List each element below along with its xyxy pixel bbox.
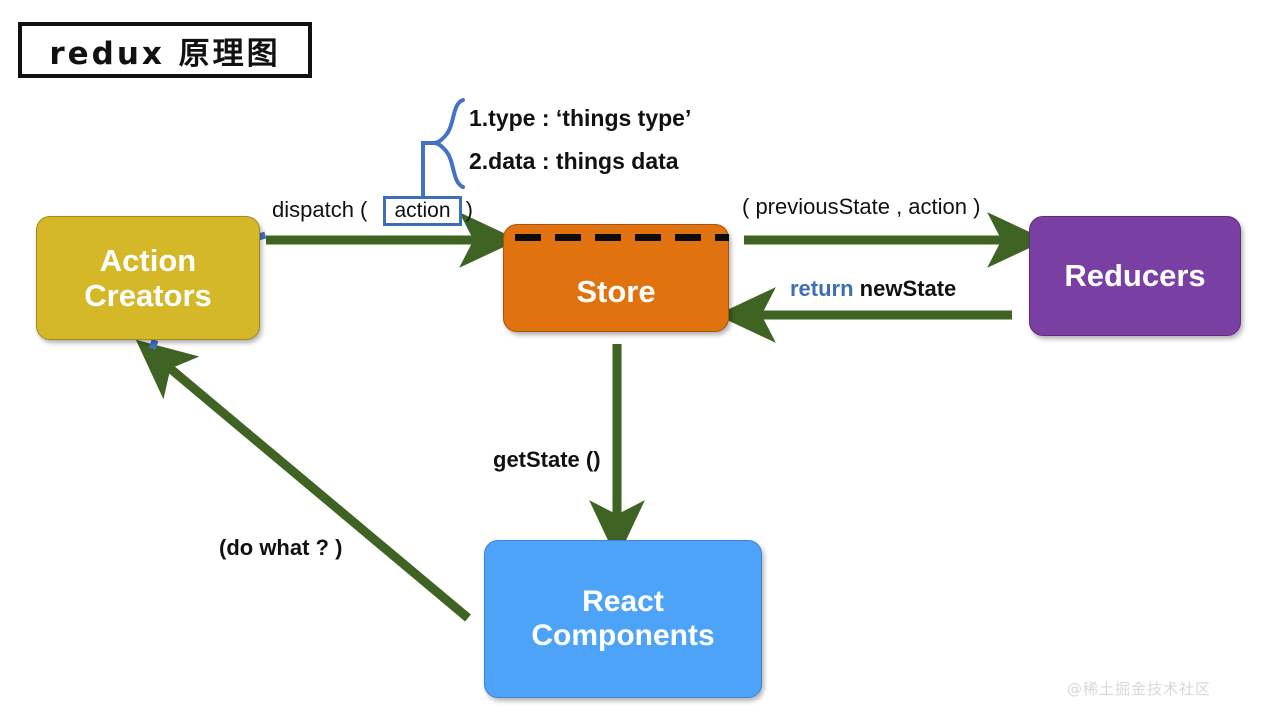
action-token-box[interactable]: action bbox=[383, 196, 462, 226]
watermark: @稀土掘金技术社区 bbox=[1067, 680, 1212, 698]
node-react-components-line2: Components bbox=[531, 619, 715, 652]
title-box: redux 原理图 bbox=[18, 22, 312, 78]
brace-annotation-line-2: 2.data : things data bbox=[469, 148, 679, 174]
node-react-components-line1: React bbox=[582, 584, 664, 618]
label-previous-state: ( previousState , action ) bbox=[742, 194, 981, 219]
node-react-components[interactable]: React Components bbox=[484, 540, 762, 698]
node-store[interactable]: Store bbox=[503, 224, 729, 332]
node-action-creators[interactable]: Action Creators bbox=[36, 216, 260, 340]
label-return-value: newState bbox=[853, 276, 957, 301]
label-dispatch-prefix: dispatch ( bbox=[272, 197, 374, 222]
label-dispatch: dispatch ( ) bbox=[272, 197, 473, 223]
node-action-creators-line1: Action bbox=[99, 242, 197, 278]
node-action-creators-line2: Creators bbox=[84, 278, 212, 313]
store-dashed-divider bbox=[515, 234, 729, 241]
brace-annotation-line-1: 1.type : ‘things type’ bbox=[469, 105, 692, 131]
label-do-what: (do what ? ) bbox=[219, 535, 343, 560]
label-get-state: getState () bbox=[493, 447, 601, 472]
curly-brace bbox=[432, 98, 465, 189]
label-return-newstate: return newState bbox=[790, 276, 956, 302]
arrow-do-what bbox=[135, 339, 471, 622]
action-token-label: action bbox=[394, 199, 451, 222]
label-return-keyword: return bbox=[790, 276, 854, 301]
node-reducers[interactable]: Reducers bbox=[1029, 216, 1241, 336]
node-reducers-label: Reducers bbox=[1064, 258, 1206, 294]
brace-connector bbox=[421, 141, 433, 198]
label-dispatch-suffix: ) bbox=[465, 197, 473, 222]
page-title: redux 原理图 bbox=[49, 35, 281, 72]
node-store-label: Store bbox=[576, 273, 656, 309]
